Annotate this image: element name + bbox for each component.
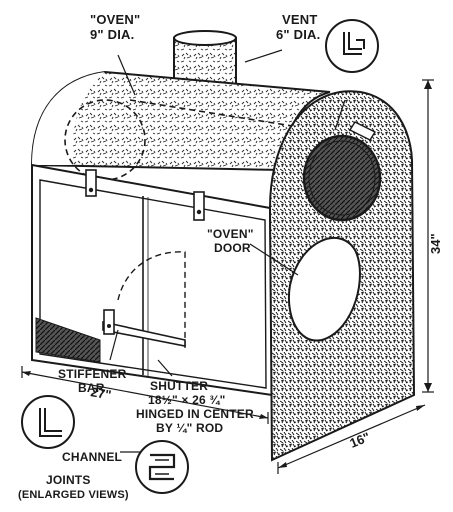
depth-dimension: 16" xyxy=(348,429,373,451)
stiffener-label: STIFFENER xyxy=(58,367,127,381)
oven-dia-label: 9" DIA. xyxy=(90,27,134,42)
stiffener-bar-label: BAR xyxy=(78,381,105,395)
end-panel xyxy=(268,90,416,462)
joint-detail-channel xyxy=(135,440,189,494)
leader-lines xyxy=(109,49,346,453)
front-panel xyxy=(31,163,274,397)
joint-detail-angle xyxy=(21,395,75,449)
vent-dia-label: 6" DIA. xyxy=(276,27,320,42)
vent-label: VENT xyxy=(282,12,317,27)
shutter-hinge-label: HINGED IN CENTER xyxy=(136,407,254,421)
stiffener-bar xyxy=(102,309,186,347)
shutter-rod-label: BY ¼" ROD xyxy=(156,421,223,435)
hinge-left xyxy=(85,169,97,197)
oven-label: "OVEN" xyxy=(90,12,140,27)
joints-views-label: (ENLARGED VIEWS) xyxy=(18,489,129,501)
joints-label: JOINTS xyxy=(46,473,91,487)
shutter-size-label: 18½" × 26 ¾" xyxy=(148,393,226,407)
oven-door-label-1: "OVEN" xyxy=(207,227,254,241)
oven-door-label-2: DOOR xyxy=(214,241,251,255)
joint-detail-channel-top xyxy=(325,19,379,73)
width-dimension: 27" xyxy=(89,384,112,402)
shutter-label: SHUTTER xyxy=(150,379,208,393)
height-dimension: 34" xyxy=(428,233,443,254)
dimension-lines xyxy=(21,79,434,474)
channel-label: CHANNEL xyxy=(62,450,122,464)
hinge-right xyxy=(193,191,205,221)
dimension-arrows xyxy=(22,80,432,468)
